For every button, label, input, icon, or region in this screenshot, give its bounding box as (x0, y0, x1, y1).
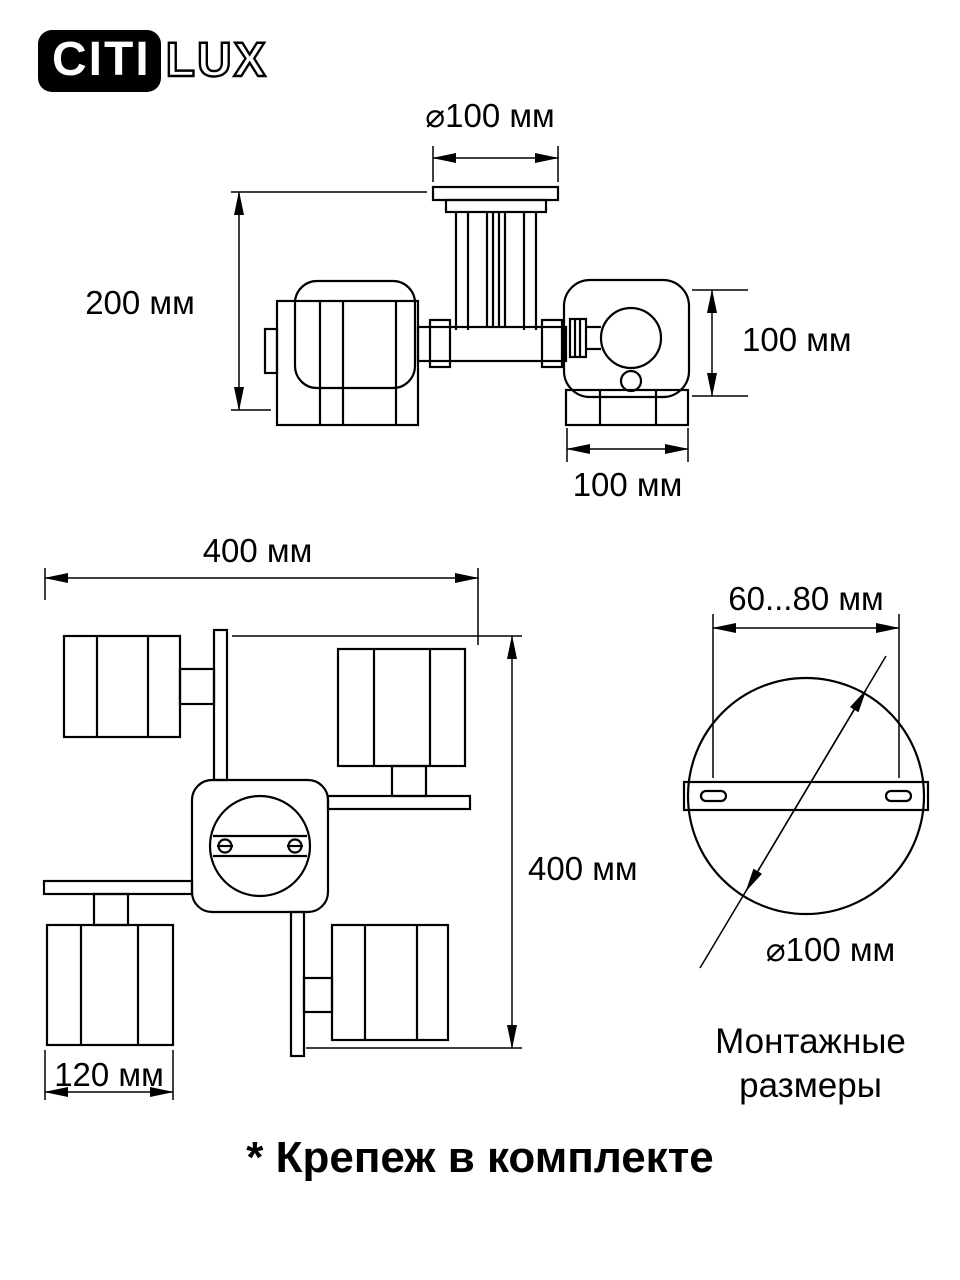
ceiling-plate (431, 185, 560, 202)
side-view-drawing (231, 146, 748, 462)
side-shade-height-label: 100 мм (742, 321, 852, 358)
lamp-bottom-right (330, 923, 450, 1042)
mounting-bracket (682, 780, 930, 812)
logo-lux-text: LUX (164, 34, 268, 87)
right-shade-housing (562, 278, 691, 399)
right-shade-body (564, 388, 690, 427)
center-canopy-circle (208, 794, 312, 898)
side-shade-width-label: 100 мм (572, 466, 683, 503)
mount-slot-spacing-label: 60...80 мм (728, 580, 884, 617)
slot-left (699, 789, 728, 803)
slot-right (884, 789, 913, 803)
mounting-caption: Монтажные размеры (688, 1020, 933, 1108)
lamp-bottom-left (45, 923, 175, 1047)
top-view-dimension-lines (44, 568, 522, 1100)
side-top-diameter-label: ⌀100 мм (425, 97, 555, 134)
mounting-dimension-lines (699, 614, 900, 969)
logo-citi-text: CITI (38, 30, 161, 92)
socket (568, 317, 588, 359)
center-bar (416, 325, 568, 363)
mounting-caption-line2: размеры (739, 1066, 882, 1106)
mounting-drawing (682, 614, 930, 969)
left-shade-housing (293, 279, 417, 390)
lamp-top-right (336, 647, 467, 768)
top-width-label: 400 мм (202, 532, 313, 569)
top-view-drawing (42, 568, 522, 1100)
mounting-plate-circle (686, 676, 926, 916)
footnote: * Крепеж в комплекте (246, 1133, 714, 1182)
mounting-caption-line1: Монтажные (715, 1022, 906, 1061)
mount-diameter-label: ⌀100 мм (765, 931, 896, 968)
side-height-label: 200 мм (85, 284, 195, 321)
side-view-dimension-lines (231, 146, 748, 462)
lamp-top-left (62, 634, 182, 739)
top-shade-width-label: 120 мм (54, 1056, 164, 1093)
center-body (190, 778, 330, 914)
top-depth-label: 400 мм (528, 850, 638, 887)
bulb (599, 306, 663, 370)
